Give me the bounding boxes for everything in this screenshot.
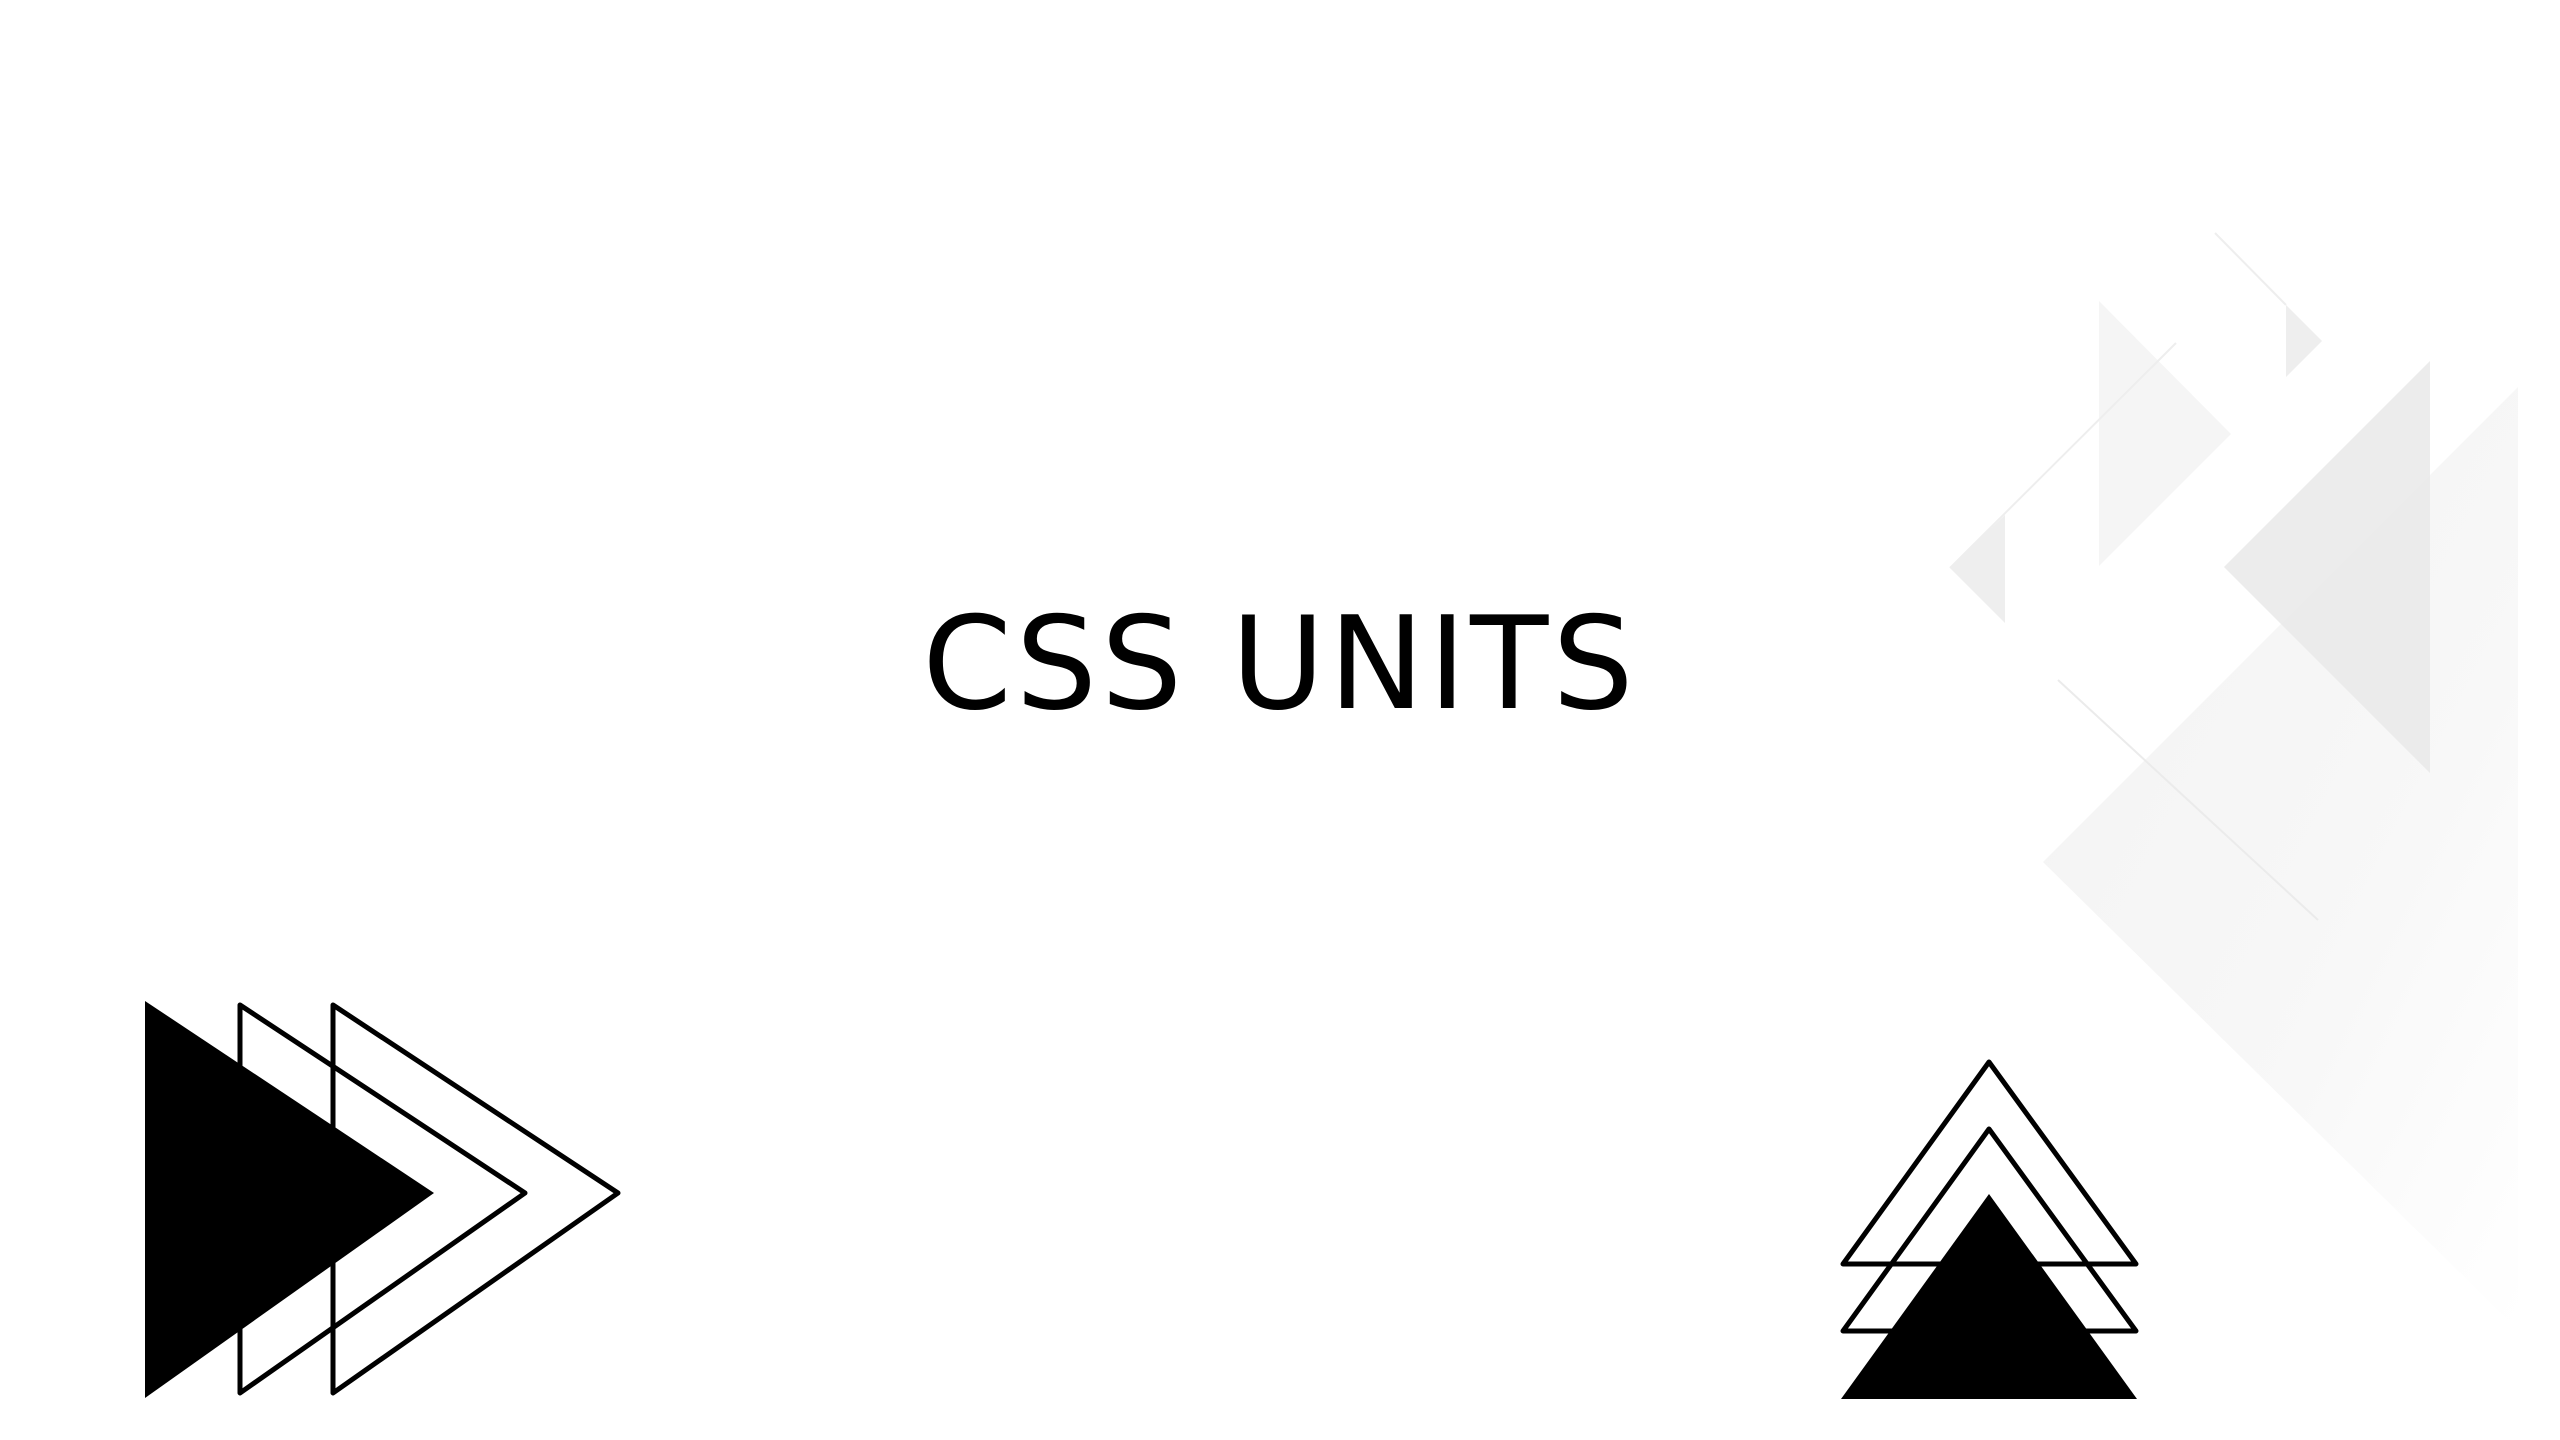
mid-gray-triangle bbox=[2224, 361, 2430, 773]
slide-title: CSS UNITS bbox=[922, 590, 1638, 739]
outline-right-triangle-1 bbox=[237, 1002, 528, 1396]
filled-up-triangle bbox=[1841, 1194, 2137, 1399]
small-gray-triangle-top bbox=[2286, 305, 2322, 377]
outline-right-triangle-2 bbox=[330, 1002, 621, 1396]
light-gray-triangle bbox=[2099, 301, 2231, 566]
small-gray-triangle-left bbox=[1950, 515, 2005, 623]
filled-right-triangle bbox=[145, 1001, 434, 1398]
